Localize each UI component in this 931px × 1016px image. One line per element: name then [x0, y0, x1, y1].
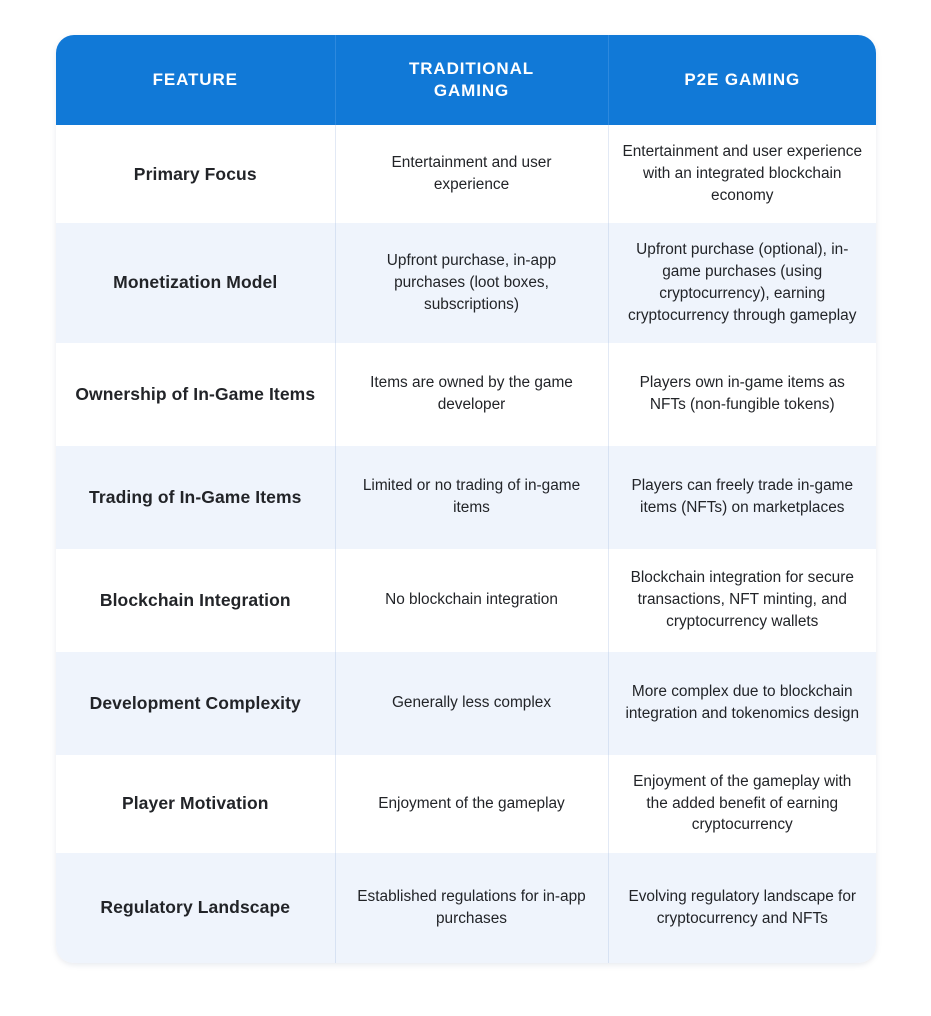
row-p2e: Players own in-game items as NFTs (non-f… — [607, 342, 876, 446]
table-row: Player Motivation Enjoyment of the gamep… — [56, 754, 876, 853]
column-header-feature: FEATURE — [56, 35, 335, 125]
row-p2e: Enjoyment of the gameplay with the added… — [607, 754, 876, 853]
row-traditional: Upfront purchase, in-app purchases (loot… — [334, 223, 608, 343]
table-row: Trading of In-Game Items Limited or no t… — [56, 445, 876, 549]
row-feature-label: Ownership of In-Game Items — [75, 383, 316, 404]
row-feature-label: Regulatory Landscape — [100, 897, 291, 918]
row-p2e: Players can freely trade in-game items (… — [607, 445, 876, 549]
table-body: Primary Focus Entertainment and user exp… — [56, 125, 876, 963]
row-feature-label: Primary Focus — [133, 163, 257, 184]
table-row: Development Complexity Generally less co… — [56, 651, 876, 755]
row-traditional: Items are owned by the game developer — [334, 342, 608, 446]
table-row: Regulatory Landscape Established regulat… — [56, 852, 876, 963]
row-p2e: Blockchain integration for secure transa… — [607, 548, 876, 652]
row-traditional: Generally less complex — [334, 651, 608, 755]
row-traditional: No blockchain integration — [334, 548, 608, 652]
row-traditional: Established regulations for in-app purch… — [334, 852, 608, 963]
row-p2e: More complex due to blockchain integrati… — [607, 651, 876, 755]
column-header-p2e: P2E GAMING — [607, 35, 876, 125]
table-row: Ownership of In-Game Items Items are own… — [56, 342, 876, 446]
row-p2e: Upfront purchase (optional), in-game pur… — [607, 223, 876, 343]
row-traditional: Limited or no trading of in-game items — [334, 445, 608, 549]
row-traditional: Enjoyment of the gameplay — [334, 754, 608, 853]
row-feature-label: Monetization Model — [113, 272, 278, 293]
row-feature-label: Development Complexity — [89, 692, 301, 713]
row-feature-label: Blockchain Integration — [99, 589, 291, 610]
row-p2e: Evolving regulatory landscape for crypto… — [607, 852, 876, 963]
table-row: Primary Focus Entertainment and user exp… — [56, 125, 876, 223]
row-feature-label: Trading of In-Game Items — [89, 486, 302, 507]
row-traditional: Entertainment and user experience — [334, 125, 608, 223]
row-p2e: Entertainment and user experience with a… — [607, 125, 876, 223]
table-row: Monetization Model Upfront purchase, in-… — [56, 223, 876, 343]
table-row: Blockchain Integration No blockchain int… — [56, 548, 876, 652]
row-feature-label: Player Motivation — [121, 793, 269, 814]
